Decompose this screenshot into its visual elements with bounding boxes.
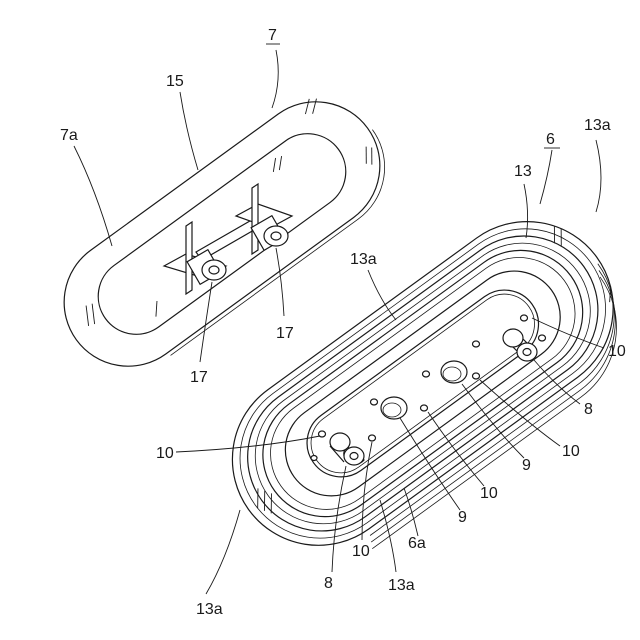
flange-step-5 — [238, 226, 607, 541]
ref-17-right: 17 — [276, 325, 294, 342]
ref-7a: 7a — [60, 127, 78, 144]
recess-7a — [83, 119, 361, 350]
ref-10-right: 10 — [608, 343, 626, 360]
ref-17-left: 17 — [190, 369, 208, 386]
ref-8-left: 8 — [324, 575, 333, 592]
ref-10-left: 10 — [156, 445, 174, 462]
ref-8-right: 8 — [584, 401, 593, 418]
floor-6a — [294, 277, 552, 491]
ref-9-right: 9 — [522, 457, 531, 474]
boss-8-right — [503, 329, 537, 361]
ref-6a: 6a — [408, 535, 426, 552]
flange-step-6 — [248, 235, 597, 531]
ref-7: 7 — [268, 27, 277, 44]
leader-lines — [74, 50, 604, 594]
ref-10-center: 10 — [480, 485, 498, 502]
gloss-hatch — [57, 86, 380, 355]
boss-8-left — [330, 433, 364, 465]
boss-17-right — [236, 184, 292, 254]
ref-10-bottom: 10 — [352, 543, 370, 560]
ref-13a-lowleft: 13a — [196, 601, 223, 618]
ref-9-center: 9 — [458, 509, 467, 526]
ref-13a-top: 13a — [584, 117, 611, 134]
ref-10-lowright: 10 — [562, 443, 580, 460]
flange-step-3 — [218, 207, 627, 561]
flange-step-2 — [208, 197, 637, 570]
ref-13a-bottom: 13a — [388, 577, 415, 594]
ref-13: 13 — [514, 163, 532, 180]
ref-13a-mid: 13a — [350, 251, 377, 268]
cover-plate — [39, 75, 410, 395]
ref-15: 15 — [166, 73, 184, 90]
boss-17-left — [164, 222, 226, 294]
ref-6: 6 — [546, 131, 555, 148]
